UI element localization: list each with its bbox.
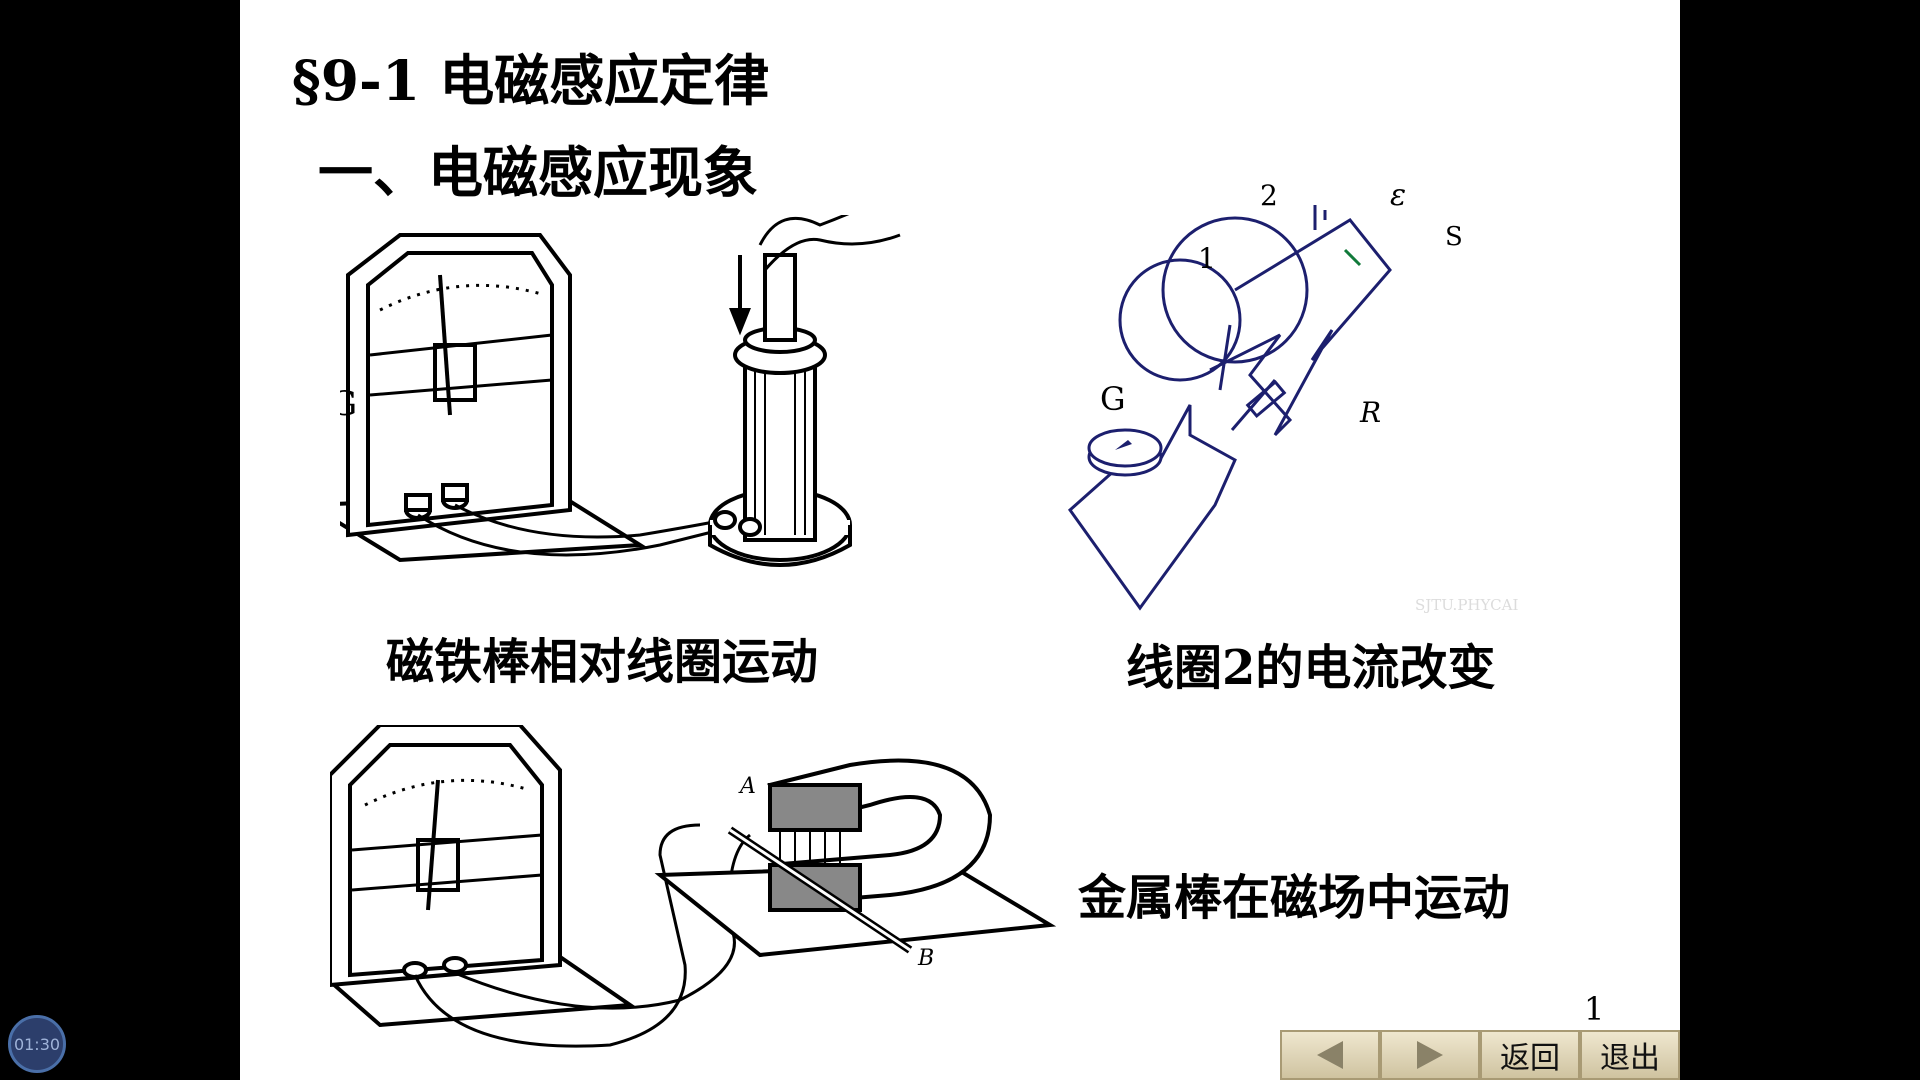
prev-slide-button[interactable] <box>1280 1030 1380 1080</box>
rod-end-a: A <box>738 774 756 799</box>
emf-label: ε <box>1390 178 1406 213</box>
caption-coil2: 线圈2的电流改变 <box>1126 640 1496 696</box>
back-button[interactable]: 返回 <box>1480 1030 1580 1080</box>
exit-button[interactable]: 退出 <box>1580 1030 1680 1080</box>
rod-magnet-figure: A B <box>330 725 1057 1048</box>
watermark: SJTU.PHYCAI <box>1415 596 1518 614</box>
right-arrow-icon <box>1417 1041 1443 1069</box>
coil2-label: 2 <box>1260 179 1278 212</box>
switch-label: S <box>1445 222 1463 252</box>
resistor-label: R <box>1359 396 1381 429</box>
rod-end-b: B <box>917 946 934 971</box>
page-number: 1 <box>1584 990 1605 1028</box>
caption-rod: 金属棒在磁场中运动 <box>1078 870 1511 926</box>
recording-timer[interactable]: 01:30 <box>8 1015 66 1073</box>
left-arrow-icon <box>1317 1041 1343 1069</box>
magnet-coil-figure: G <box>340 215 901 567</box>
caption-magnet: 磁铁棒相对线圈运动 <box>386 634 819 690</box>
coupled-coil-circuit: G 1 2 ε S R SJTU.PHYCAI <box>1067 178 1518 614</box>
slide: §9-1 电磁感应定律 一、电磁感应现象 <box>240 0 1680 1080</box>
slide-title: §9-1 电磁感应定律 <box>292 48 770 113</box>
slide-nav-bar: 返回 退出 <box>1280 1030 1680 1080</box>
section-heading: 一、电磁感应现象 <box>318 140 759 205</box>
coil1-label: 1 <box>1198 242 1216 275</box>
circuit-g-label: G <box>1100 380 1126 418</box>
galvanometer-label: G <box>340 384 357 424</box>
next-slide-button[interactable] <box>1380 1030 1480 1080</box>
